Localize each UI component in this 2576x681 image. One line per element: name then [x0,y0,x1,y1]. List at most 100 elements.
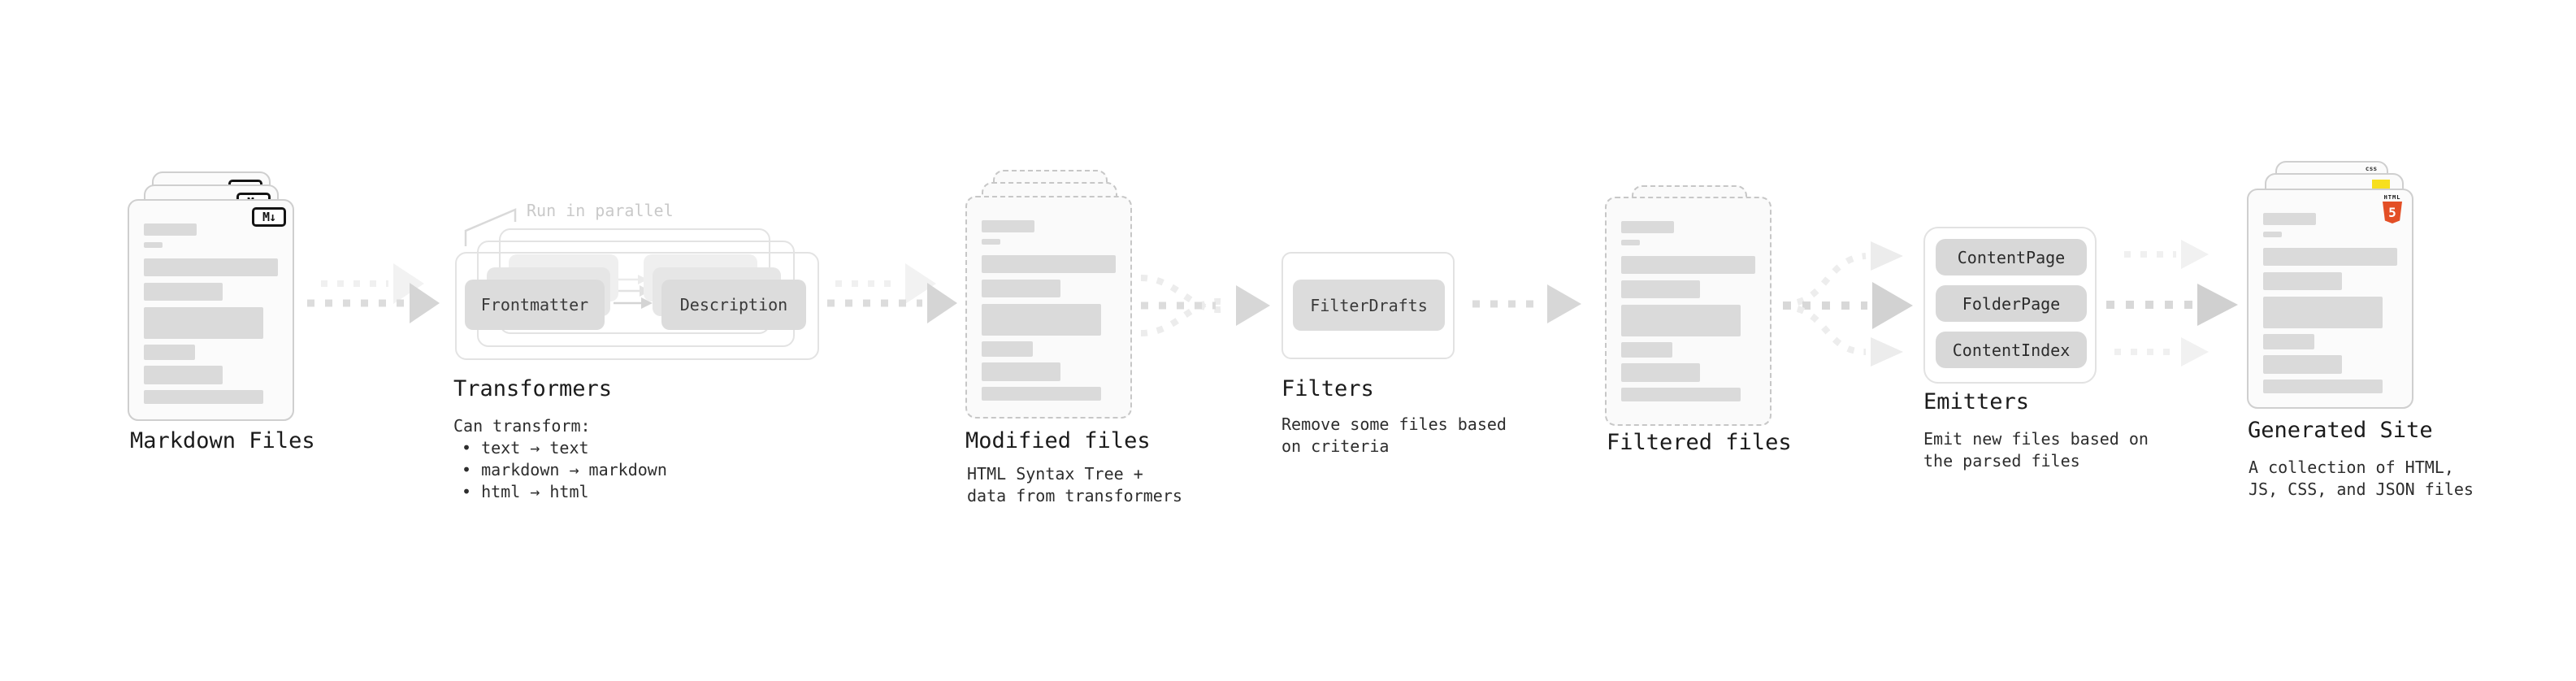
doc-content-bar [2263,297,2383,328]
doc-content-bar [144,223,197,236]
doc-content-bar [144,258,278,276]
arrowhead [905,263,936,304]
stage-label-transformers: Transformers [453,376,613,401]
doc-content-bar [982,387,1101,401]
doc-content-bar [2263,213,2316,225]
arrowhead [393,263,424,304]
transformers-description: Can transform: • text → text • markdown … [453,415,667,503]
description-line: JS, CSS, and JSON files [2249,479,2474,499]
emitter-box-contentindex: ContentIndex [1936,332,2087,368]
arrowhead [1872,282,1913,329]
doc-content-bar [2263,355,2342,374]
description-line: data from transformers [967,486,1182,505]
doc-content-bar [1621,363,1700,382]
description-line: Emit new files based on [1923,429,2149,449]
doc-content-bar [144,366,223,384]
doc-content-bar [1621,280,1700,298]
run-in-parallel-note: Run in parallel [527,201,674,220]
emitter-box-folderpage: FolderPage [1936,285,2087,322]
stage-label-markdown-files: Markdown Files [130,428,315,453]
arrow-transformers-to-modified [827,263,957,323]
doc-content-bar [144,242,163,248]
modified-files-description: HTML Syntax Tree + data from transformer… [967,463,1182,507]
doc-content-bar [982,280,1060,297]
doc-content-bar [144,307,263,339]
modified-file-front [965,196,1132,419]
description-line: HTML Syntax Tree + [967,464,1143,484]
doc-content-bar [982,304,1101,336]
description-line: Can transform: [453,416,591,436]
html5-icon-word: HTML [2383,194,2401,201]
doc-content-bar [1621,221,1674,233]
arrowhead [1236,285,1270,326]
description-line: • text → text [462,438,589,458]
merge-curve-bottom [1140,297,1221,336]
transformer-layer-front: Frontmatter Description [455,252,819,360]
arrowhead [927,283,957,323]
description-line: Remove some files based [1281,414,1507,434]
filtered-file-front [1605,197,1772,426]
description-line: • html → html [462,482,589,501]
filter-box-filterdrafts: FilterDrafts [1293,280,1445,331]
emitter-box-contentpage: ContentPage [1936,239,2087,275]
arrow-markdown-to-transformers [307,263,440,323]
arrow-filters-to-filtered [1472,284,1581,323]
description-line: • markdown → markdown [462,460,667,479]
doc-content-bar [144,345,195,360]
doc-content-bar [1621,342,1672,358]
doc-content-bars [144,223,278,404]
doc-content-bar [1621,305,1741,336]
doc-content-bars [2263,213,2397,393]
markdown-icon: M↓ [252,207,286,227]
transformer-box-frontmatter: Frontmatter [465,280,605,330]
description-line: A collection of HTML, [2249,458,2454,477]
doc-content-bar [2263,232,2282,237]
arrow-emitters-to-site-middle [2106,284,2238,326]
fan-curve-bottom [1796,306,1867,356]
merge-curve-top [1140,275,1221,314]
stage-label-emitters: Emitters [1923,389,2030,414]
description-line: on criteria [1281,436,1390,456]
doc-content-bar [982,362,1060,381]
arrow-emitters-to-site-bottom [2114,337,2209,367]
doc-content-bar [144,390,263,404]
stage-label-modified-files: Modified files [965,428,1151,453]
arrow-modified-to-filters-merge [1140,275,1270,336]
doc-content-bar [144,283,223,301]
doc-content-bar [2263,248,2397,266]
html5-icon-shield: 5 [2383,202,2402,223]
doc-content-bar [982,255,1116,273]
arrowhead [2181,240,2209,269]
doc-content-bar [982,220,1034,232]
doc-content-bars [1621,221,1755,401]
markdown-file-front: M↓ [128,199,294,421]
arrowhead [1871,241,1903,271]
doc-content-bar [982,239,1000,245]
emitters-panel: ContentPage FolderPage ContentIndex [1923,227,2097,384]
arrow-emitters-to-site-top [2124,240,2209,269]
generated-file-html: HTML 5 [2247,189,2413,409]
stage-label-filters: Filters [1281,376,1374,401]
arrowhead [1871,337,1903,367]
arrow-filtered-to-emitters-fan [1783,241,1913,367]
emitters-description: Emit new files based on the parsed files [1923,428,2149,472]
description-line: the parsed files [1923,451,2080,471]
js-icon [2372,180,2390,190]
doc-content-bar [2263,380,2383,393]
filters-panel: FilterDrafts [1281,252,1455,359]
arrowhead [2181,337,2209,367]
filters-description: Remove some files based on criteria [1281,414,1507,458]
doc-content-bar [1621,256,1755,274]
arrowhead [1547,284,1581,323]
doc-content-bars [982,220,1116,401]
stage-label-generated-site: Generated Site [2248,418,2433,443]
stage-label-filtered-files: Filtered files [1607,430,1792,455]
doc-content-bar [1621,240,1640,245]
fan-curve-top [1796,253,1867,306]
doc-content-bar [2263,334,2314,349]
transformer-box-description: Description [661,280,806,330]
doc-content-bar [1621,388,1741,401]
doc-content-bar [982,341,1033,357]
html5-icon: HTML 5 [2382,194,2403,223]
